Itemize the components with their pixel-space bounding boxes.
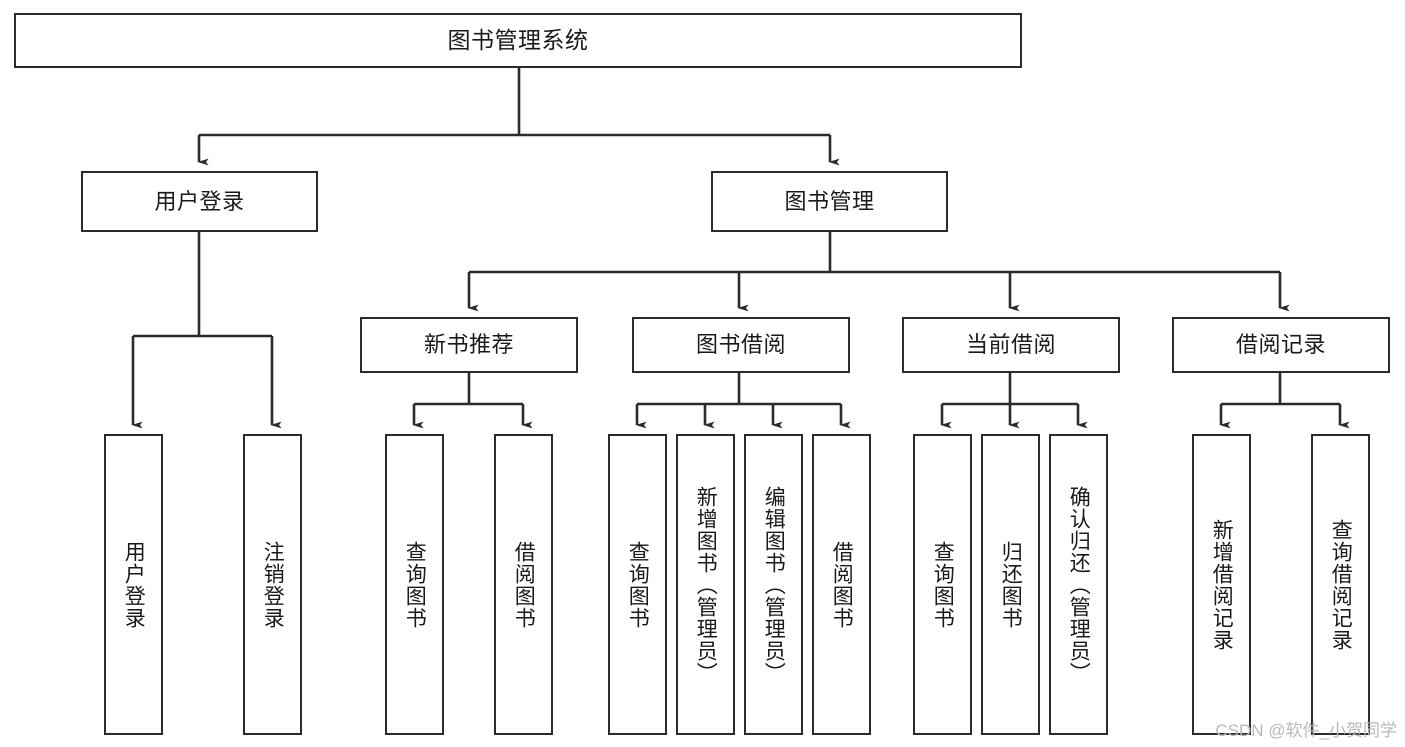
leaf-borrow-book-2[interactable]: 借阅图书 <box>812 434 871 735</box>
leaf-query-record-label: 查询借阅记录 <box>1329 518 1353 651</box>
leaf-add-record[interactable]: 新增借阅记录 <box>1192 434 1251 735</box>
leaf-confirm-return[interactable]: 确认归还（管理员） <box>1049 434 1108 735</box>
leaf-logout-label: 注销登录 <box>261 540 285 629</box>
csdn-watermark: CSDN @软件_小贺同学 <box>1215 721 1397 740</box>
leaf-query-book-3-label: 查询图书 <box>931 540 955 629</box>
node-user-login[interactable]: 用户登录 <box>81 171 318 232</box>
leaf-borrow-book-1-label: 借阅图书 <box>512 540 536 629</box>
leaf-logout[interactable]: 注销登录 <box>243 434 302 735</box>
leaf-user-login-label: 用户登录 <box>122 540 146 629</box>
leaf-add-record-label: 新增借阅记录 <box>1210 518 1234 651</box>
node-book-borrow[interactable]: 图书借阅 <box>632 317 850 373</box>
leaf-query-book-2[interactable]: 查询图书 <box>608 434 667 735</box>
node-borrow-record[interactable]: 借阅记录 <box>1172 317 1390 373</box>
node-borrow-record-label: 借阅记录 <box>1235 332 1326 358</box>
node-current-borrow-label: 当前借阅 <box>965 332 1056 358</box>
leaf-return-book-label: 归还图书 <box>999 540 1023 629</box>
leaf-edit-book[interactable]: 编辑图书（管理员） <box>744 434 803 735</box>
leaf-query-book-2-label: 查询图书 <box>626 540 650 629</box>
leaf-add-book[interactable]: 新增图书（管理员） <box>676 434 735 735</box>
node-root[interactable]: 图书管理系统 <box>14 13 1022 68</box>
leaf-user-login[interactable]: 用户登录 <box>104 434 163 735</box>
leaf-return-book[interactable]: 归还图书 <box>981 434 1040 735</box>
leaf-query-book-1[interactable]: 查询图书 <box>385 434 444 735</box>
node-current-borrow[interactable]: 当前借阅 <box>902 317 1120 373</box>
leaf-query-book-1-label: 查询图书 <box>403 540 427 629</box>
leaf-query-book-3[interactable]: 查询图书 <box>913 434 972 735</box>
leaf-borrow-book-1[interactable]: 借阅图书 <box>494 434 553 735</box>
leaf-confirm-return-label: 确认归还（管理员） <box>1067 485 1091 684</box>
node-root-label: 图书管理系统 <box>447 26 589 53</box>
node-new-book-recommend-label: 新书推荐 <box>423 332 514 358</box>
node-book-manage[interactable]: 图书管理 <box>711 171 948 232</box>
leaf-edit-book-label: 编辑图书（管理员） <box>762 485 786 684</box>
leaf-query-record[interactable]: 查询借阅记录 <box>1311 434 1370 735</box>
node-book-borrow-label: 图书借阅 <box>695 332 786 358</box>
leaf-add-book-label: 新增图书（管理员） <box>694 485 718 684</box>
node-book-manage-label: 图书管理 <box>784 188 875 214</box>
node-new-book-recommend[interactable]: 新书推荐 <box>360 317 578 373</box>
leaf-borrow-book-2-label: 借阅图书 <box>830 540 854 629</box>
node-user-login-label: 用户登录 <box>154 188 245 214</box>
